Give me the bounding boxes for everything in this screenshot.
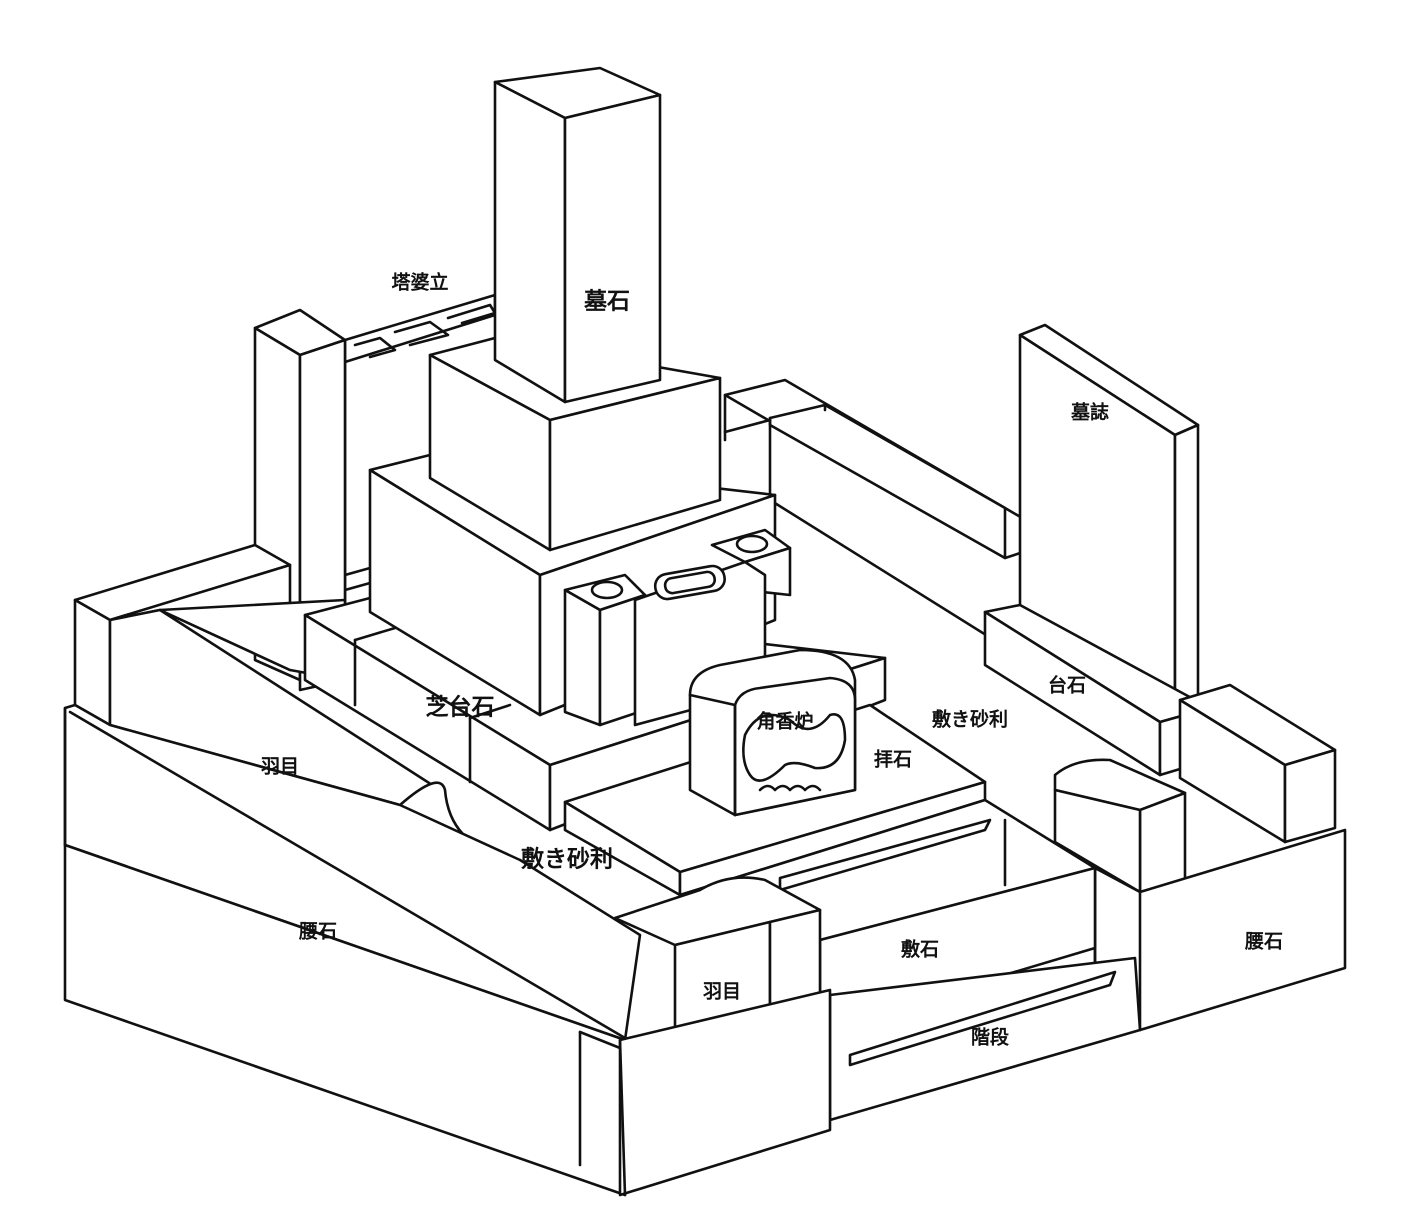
flower-vase-left	[563, 573, 647, 727]
tombstone	[493, 66, 662, 404]
label-epitaph-base: 台石	[1048, 674, 1086, 697]
label-incense-burner: 角香炉	[756, 710, 813, 733]
front-wing	[613, 876, 832, 1197]
rear-wall	[723, 378, 1062, 652]
label-stairs: 階段	[971, 1026, 1010, 1049]
right-front-blocks	[1053, 683, 1337, 894]
epitaph-slab	[1018, 323, 1200, 710]
label-epitaph: 墓誌	[1070, 401, 1109, 424]
label-retaining-left: 腰石	[298, 921, 337, 943]
label-wing-left: 羽目	[261, 756, 299, 778]
label-gravel-front: 敷き砂利	[521, 846, 613, 873]
label-turf-base: 芝台石	[426, 694, 495, 721]
label-stupa-stand: 塔婆立	[391, 271, 448, 294]
label-paving: 敷石	[901, 938, 939, 961]
left-wing-wall	[73, 543, 522, 862]
incense-burner	[688, 648, 857, 817]
label-gravel-right: 敷き砂利	[932, 708, 1008, 731]
label-worship-stone: 拝石	[874, 749, 912, 771]
label-tombstone: 墓石	[583, 289, 630, 315]
label-wing-front: 羽目	[703, 981, 741, 1003]
label-retaining-right: 腰石	[1244, 931, 1283, 953]
